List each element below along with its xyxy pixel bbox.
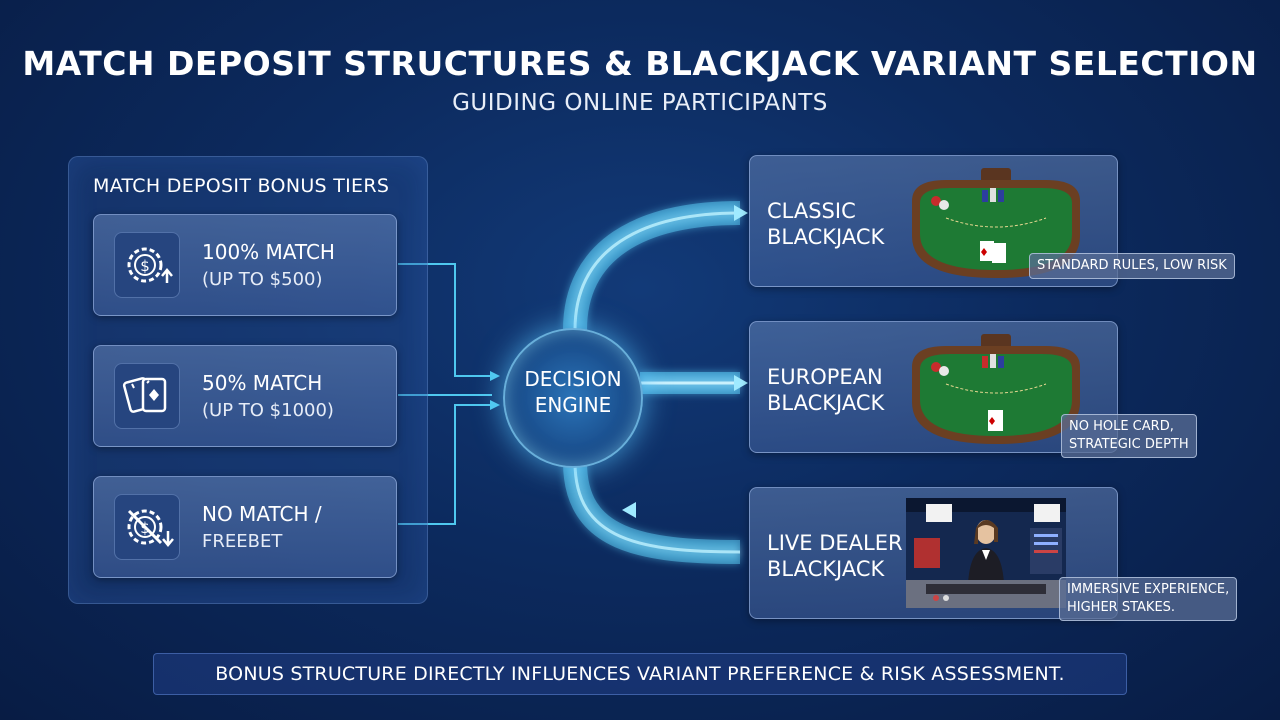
tier-main-label: 100% MATCH xyxy=(202,240,335,264)
page-title: MATCH DEPOSIT STRUCTURES & BLACKJACK VAR… xyxy=(22,44,1258,83)
blackjack-table-icon xyxy=(912,334,1080,444)
note-line1: NO HOLE CARD, xyxy=(1069,419,1174,434)
note-line2: STRATEGIC DEPTH xyxy=(1069,437,1189,452)
bonus-tiers-panel: MATCH DEPOSIT BONUS TIERS $ 100% MATCH (… xyxy=(68,156,428,604)
variant-name-line1: CLASSIC xyxy=(767,199,856,223)
decision-engine-node: DECISION ENGINE xyxy=(503,328,643,468)
svg-text:$: $ xyxy=(140,257,150,275)
variant-note-european: NO HOLE CARD, STRATEGIC DEPTH xyxy=(1061,414,1197,458)
tier-main-label: NO MATCH / xyxy=(202,502,322,526)
variant-name-line1: LIVE DEALER xyxy=(767,531,903,555)
note-line1: STANDARD RULES, LOW RISK xyxy=(1037,258,1227,273)
tier-card-50-match[interactable]: 50% MATCH (UP TO $1000) xyxy=(93,345,397,447)
live-dealer-studio-icon xyxy=(906,498,1066,608)
playing-cards-icon xyxy=(114,363,180,429)
variant-name-line2: BLACKJACK xyxy=(767,391,885,415)
footer-banner: BONUS STRUCTURE DIRECTLY INFLUENCES VARI… xyxy=(153,653,1127,695)
variant-note-live-dealer: IMMERSIVE EXPERIENCE, HIGHER STAKES. xyxy=(1059,577,1238,621)
tier-card-100-match[interactable]: $ 100% MATCH (UP TO $500) xyxy=(93,214,397,316)
chip-dollar-up-icon: $ xyxy=(114,232,180,298)
tier-sub-label: (UP TO $1000) xyxy=(202,400,334,421)
tier-card-no-match[interactable]: $ NO MATCH / FREEBET xyxy=(93,476,397,578)
variant-note-classic: STANDARD RULES, LOW RISK xyxy=(1029,253,1235,279)
variant-name-line1: EUROPEAN xyxy=(767,365,883,389)
variant-name-line2: BLACKJACK xyxy=(767,225,885,249)
page-subtitle: GUIDING ONLINE PARTICIPANTS xyxy=(452,90,828,116)
tier-main-label: 50% MATCH xyxy=(202,371,323,395)
variant-card-live-dealer[interactable]: LIVE DEALER BLACKJACK xyxy=(749,487,1118,619)
tier-sub-label: FREEBET xyxy=(202,531,283,552)
tier-connectors xyxy=(398,263,492,525)
variant-card-european[interactable]: EUROPEAN BLACKJACK xyxy=(749,321,1118,453)
note-line2: HIGHER STAKES. xyxy=(1067,600,1176,615)
tier-sub-label: (UP TO $500) xyxy=(202,269,323,290)
variant-name-line2: BLACKJACK xyxy=(767,557,885,581)
engine-label-line1: DECISION xyxy=(524,367,622,391)
note-line1: IMMERSIVE EXPERIENCE, xyxy=(1067,582,1230,597)
chip-crossed-down-icon: $ xyxy=(114,494,180,560)
connector-tier-3 xyxy=(398,404,492,525)
engine-label-line2: ENGINE xyxy=(534,393,612,417)
connector-tier-1 xyxy=(398,263,492,377)
panel-title: MATCH DEPOSIT BONUS TIERS xyxy=(93,175,390,197)
engine-arcs xyxy=(563,201,741,564)
